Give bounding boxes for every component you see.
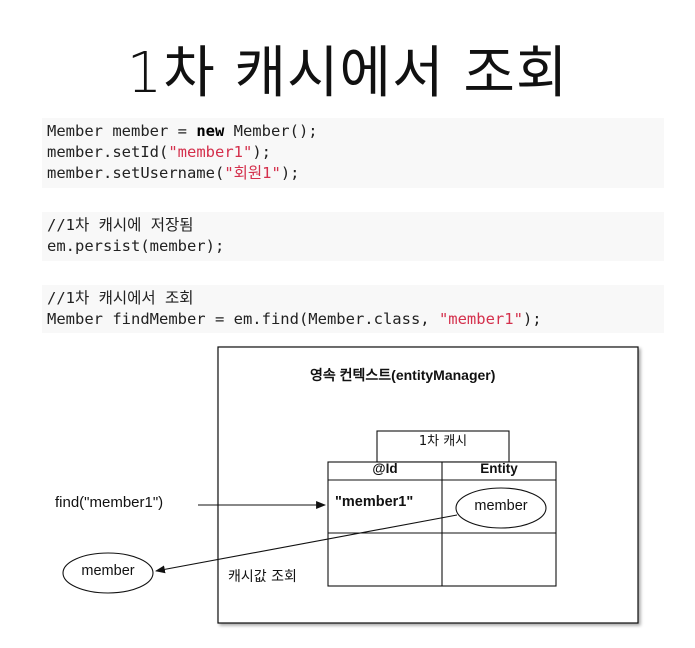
return-arrow [155, 514, 458, 574]
column-header-entity: Entity [480, 461, 518, 476]
code-text: Member member = [47, 122, 197, 140]
code-text: ); [252, 143, 271, 161]
cache-key-cell: "member1" [335, 494, 414, 510]
result-entity-label: member [81, 563, 135, 579]
cache-lookup-label: 캐시값 조회 [228, 569, 297, 585]
cached-member-ellipse [455, 487, 547, 529]
code-text: member.setUsername( [47, 164, 225, 182]
code-text: ); [280, 164, 300, 182]
code-block-create-member: Member member = new Member(); member.set… [42, 118, 664, 188]
find-call-label: find("member1") [55, 494, 164, 511]
code-keyword: new [196, 122, 225, 140]
page-title: 1차 캐시에서 조회 [126, 41, 569, 106]
code-block-find: //1차 캐시에서 조회 Member findMember = em.find… [42, 285, 664, 333]
persistence-context-title: 영속 컨텍스트(entityManager) [310, 367, 496, 383]
code-text: Member(); [224, 122, 318, 140]
code-string: "회원1" [224, 164, 281, 182]
code-string: "member1" [438, 310, 523, 328]
result-member-ellipse [62, 552, 154, 594]
column-header-id: @Id [372, 461, 398, 476]
code-text: ); [522, 310, 542, 328]
code-comment: //1차 캐시에 저장됨 [47, 216, 194, 234]
code-text: Member findMember = em.find(Member.class… [47, 310, 439, 328]
code-block-persist: //1차 캐시에 저장됨 em.persist(member); [42, 212, 664, 261]
code-comment: //1차 캐시에서 조회 [47, 289, 194, 307]
first-level-cache-title: 1차 캐시 [418, 434, 468, 449]
cached-entity-label: member [474, 498, 528, 514]
code-text: em.persist(member); [47, 237, 225, 255]
code-text: member.setId( [47, 143, 169, 161]
code-string: "member1" [168, 143, 253, 161]
cache-tab [376, 430, 510, 463]
